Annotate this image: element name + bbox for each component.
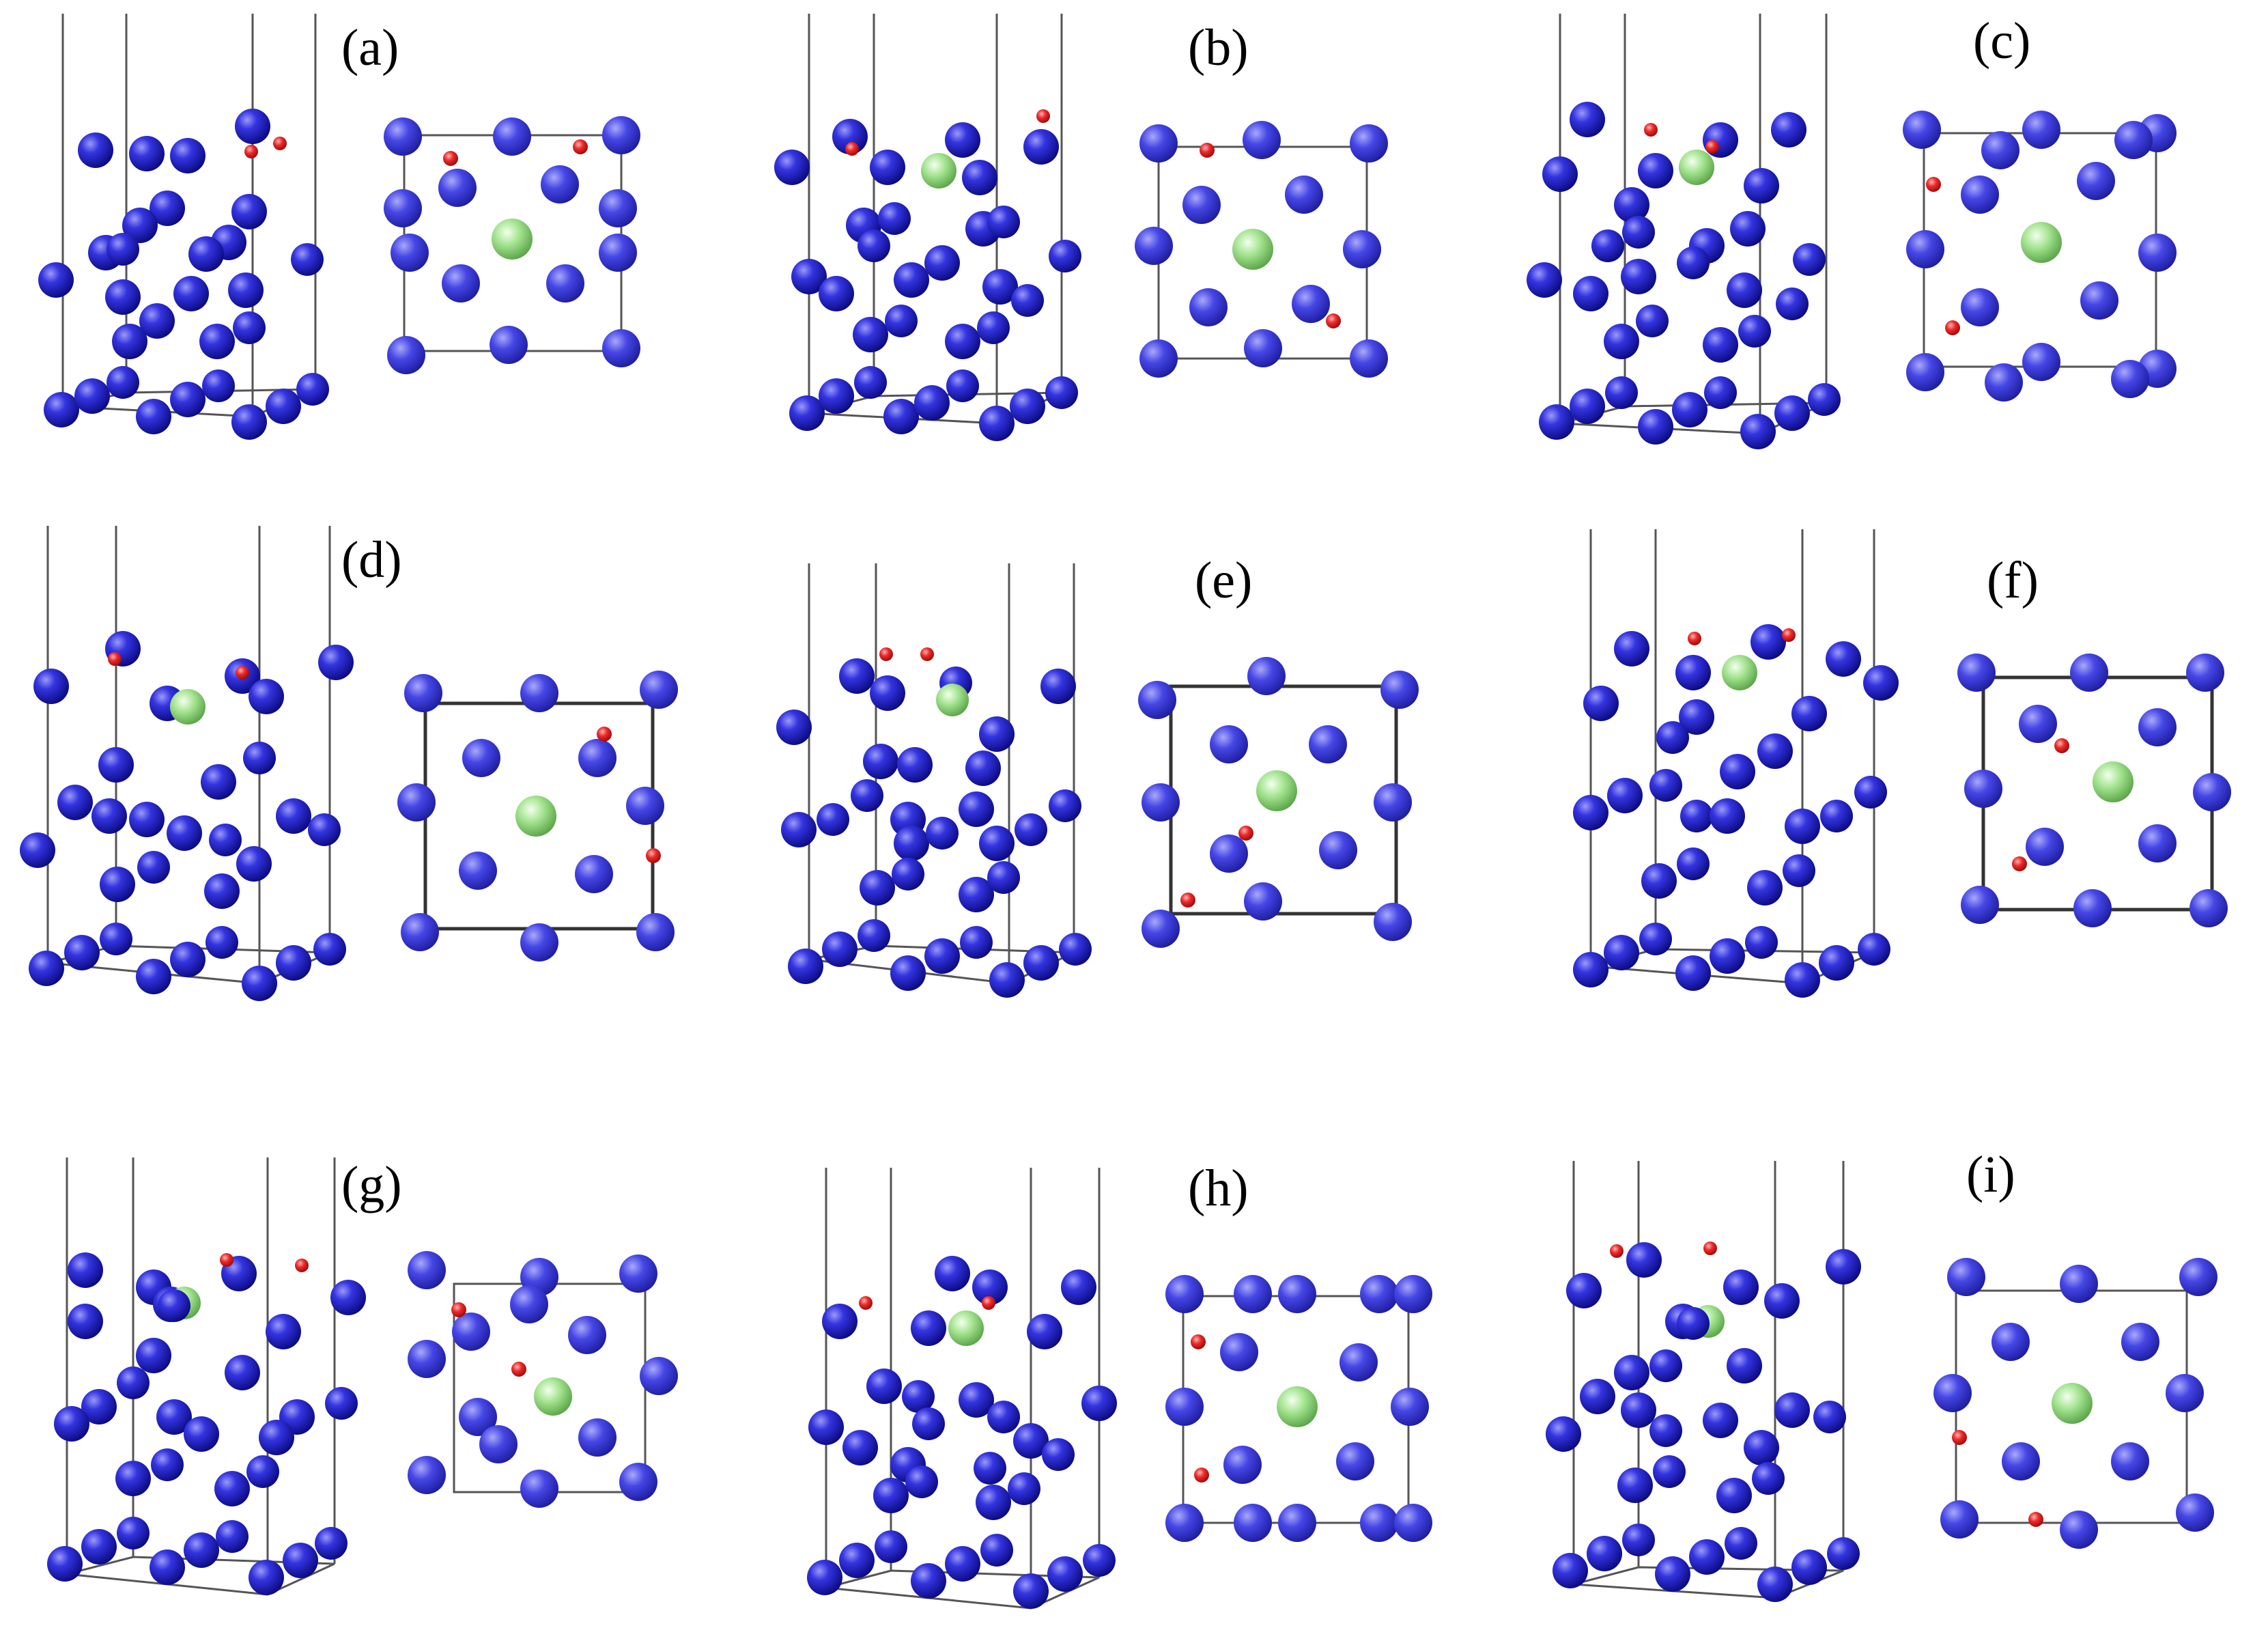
panel-f-top-view xyxy=(1957,654,2231,927)
panel-d-side-view xyxy=(20,526,354,1001)
panel-h-side-view xyxy=(807,1168,1117,1610)
panel-e-side-view xyxy=(776,563,1092,998)
panel-label-e: (e) xyxy=(1195,552,1252,609)
panel-e-top-view xyxy=(1138,657,1419,948)
panel-i-side-view xyxy=(1546,1161,1861,1602)
panel-i-top-view xyxy=(1933,1258,2217,1549)
panel-label-i: (i) xyxy=(1966,1146,2015,1203)
panel-g-top-view xyxy=(408,1251,678,1508)
panel-a-top-view xyxy=(384,116,640,374)
panel-label-b: (b) xyxy=(1188,19,1249,76)
panel-c-side-view xyxy=(1527,14,1841,449)
panel-label-f: (f) xyxy=(1987,552,2039,609)
panel-a-side-view xyxy=(38,14,329,440)
panel-h-top-view xyxy=(1165,1275,1432,1542)
panel-b-top-view xyxy=(1135,121,1388,378)
panel-b-side-view xyxy=(774,14,1081,441)
panel-label-a: (a) xyxy=(341,19,399,76)
panel-label-d: (d) xyxy=(341,531,402,589)
panel-d-top-view xyxy=(397,671,678,962)
panel-c-top-view xyxy=(1903,111,2177,402)
panel-f-side-view xyxy=(1573,529,1899,998)
panel-g-side-view xyxy=(47,1157,366,1596)
panel-label-c: (c) xyxy=(1973,12,2030,70)
panel-label-h: (h) xyxy=(1188,1160,1249,1217)
panel-label-g: (g) xyxy=(341,1156,402,1213)
